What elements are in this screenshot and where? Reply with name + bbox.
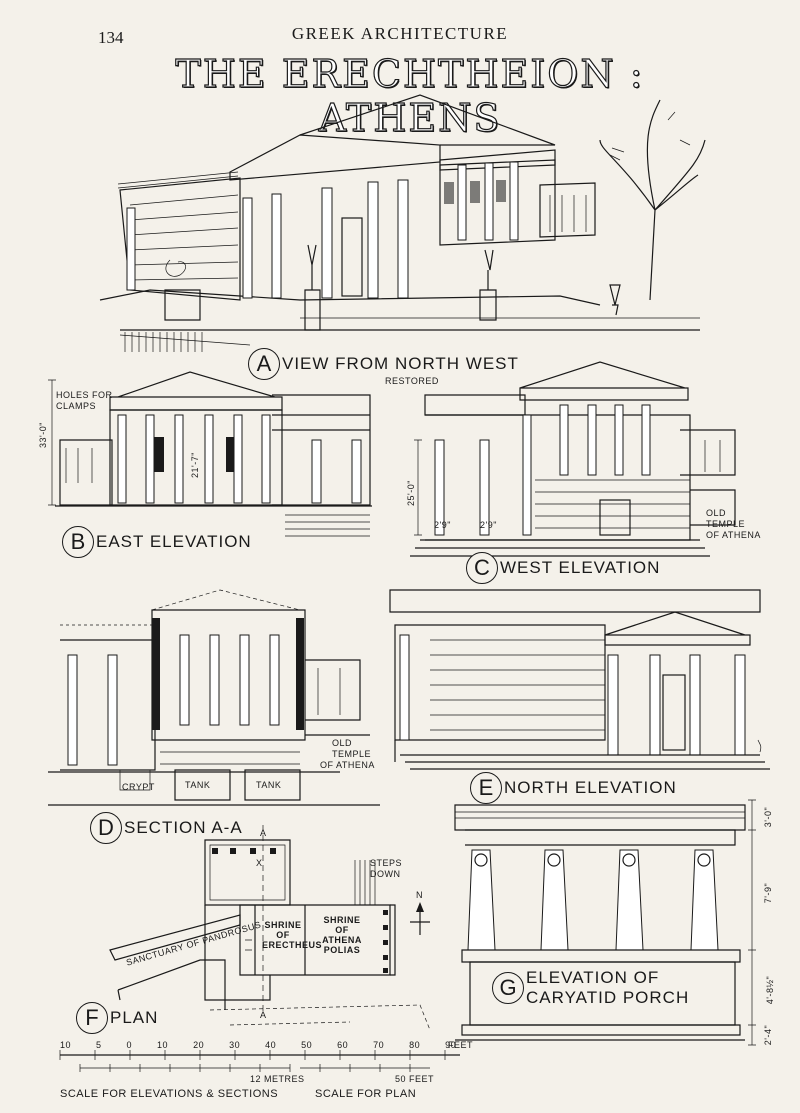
holes-note-line2: CLAMPS: [56, 401, 97, 411]
view-letter-c: C: [466, 552, 498, 584]
scale-elevations-label: SCALE FOR ELEVATIONS & SECTIONS: [60, 1088, 279, 1100]
caption-west-elevation: C WEST ELEVATION: [466, 552, 660, 584]
scale-tick-label: 90: [445, 1040, 457, 1050]
shrine-athena-line2: OF: [335, 925, 349, 935]
running-title: GREEK ARCHITECTURE: [291, 24, 509, 43]
west-dim-col1: 2'9": [434, 520, 451, 530]
shrine-athena-polias: SHRINE OF ATHENA POLIAS: [312, 915, 372, 955]
west-old-note-3: OF ATHENA: [706, 530, 761, 540]
west-old-note-2: TEMPLE: [706, 519, 746, 529]
west-elevation-drawing: [410, 361, 736, 557]
plate-title: THE ERECHTHEION : ATHENS: [175, 51, 645, 140]
east-dim-height: 33'-0": [37, 422, 48, 448]
shrine-athena-line3: ATHENA: [322, 935, 362, 945]
north-elevation-label: NORTH ELEVATION: [504, 778, 677, 797]
shrine-erectheus-line3: ERECTHEUS: [262, 940, 323, 950]
holes-note-line1: HOLES FOR: [56, 390, 113, 400]
section-old-note-1: OLD: [332, 738, 353, 748]
shrine-erectheus-line2: OF: [276, 930, 290, 940]
section-aa-label: SECTION A-A: [124, 818, 243, 837]
scale-tick-label: 50: [301, 1040, 313, 1050]
caption-north-elevation: E NORTH ELEVATION: [470, 772, 677, 804]
restored-note: RESTORED: [385, 376, 439, 386]
east-elevation-label: EAST ELEVATION: [96, 532, 252, 551]
scale-feet-unit: FEET: [448, 1040, 474, 1050]
caption-east-elevation: B EAST ELEVATION: [62, 526, 252, 558]
view-letter-b: B: [62, 526, 94, 558]
west-elevation-label: WEST ELEVATION: [500, 558, 661, 577]
west-old-note-1: OLD: [706, 508, 727, 518]
caryatid-dim-3: 4'-8½": [765, 975, 776, 1005]
page-number: 134: [98, 28, 124, 47]
view-north-west-label: VIEW FROM NORTH WEST: [282, 354, 519, 373]
shrine-athena-line4: POLIAS: [323, 945, 361, 955]
plan-mark-x: X: [256, 858, 263, 868]
north-elevation-drawing: [389, 589, 770, 770]
scale-tick-label: 10: [60, 1040, 72, 1050]
tank-label-2: TANK: [256, 780, 282, 790]
caryatid-dim-1: 3'-0": [763, 806, 774, 828]
scale-tick-label: 10: [157, 1040, 169, 1050]
east-elevation-drawing: [48, 371, 372, 537]
scale-bars: [59, 1050, 460, 1072]
scale-plan-label: SCALE FOR PLAN: [315, 1088, 417, 1100]
plan-label: PLAN: [110, 1008, 159, 1027]
scale-tick-label: 0: [126, 1040, 133, 1050]
shrine-erectheus-line1: SHRINE: [264, 920, 302, 930]
east-dim-column: 21'-7": [189, 452, 200, 478]
scale-tick-label: 80: [409, 1040, 421, 1050]
section-old-note-2: TEMPLE: [332, 749, 372, 759]
view-letter-e: E: [470, 772, 502, 804]
steps-label-2: DOWN: [370, 869, 401, 879]
view-letter-d: D: [90, 812, 122, 844]
caryatid-dim-4: 2'-4": [763, 1024, 774, 1046]
scale-tick-label: 5: [96, 1040, 102, 1050]
caryatid-label-line2: CARYATID PORCH: [526, 988, 690, 1007]
view-north-west-drawing: [99, 94, 706, 352]
shrine-erectheus: SHRINE OF ERECTHEUS: [262, 920, 323, 950]
tank-label-1: TANK: [185, 780, 211, 790]
plan-drawing: [109, 825, 431, 1031]
scale-tick-label: 70: [373, 1040, 385, 1050]
caption-section-aa: D SECTION A-A: [90, 812, 243, 844]
view-letter-g: G: [492, 972, 524, 1004]
section-mark-top: A: [260, 828, 267, 838]
scale-metres-label: 12 METRES: [250, 1074, 305, 1084]
steps-label-1: STEPS: [370, 858, 403, 868]
scale-tick-label: 20: [193, 1040, 205, 1050]
scale-tick-label: 60: [337, 1040, 349, 1050]
caryatid-porch-drawing: [454, 799, 756, 1046]
caption-caryatid-porch: G ELEVATION OF CARYATID PORCH: [492, 968, 689, 1008]
section-aa-drawing: [48, 589, 380, 806]
north-arrow-label: N: [416, 890, 423, 900]
caryatid-dim-2: 7'-9": [763, 882, 774, 904]
view-letter-a: A: [248, 348, 280, 380]
scale-feet2-label: 50 FEET: [395, 1074, 435, 1084]
section-mark-bottom: A: [260, 1010, 267, 1020]
west-dim-col2: 2'9": [480, 520, 497, 530]
caryatid-label-line1: ELEVATION OF: [526, 968, 660, 987]
caption-view-north-west: A VIEW FROM NORTH WEST: [248, 348, 519, 380]
scale-tick-label: 40: [265, 1040, 277, 1050]
crypt-label: CRYPT: [122, 782, 155, 792]
caption-plan: F PLAN: [76, 1002, 158, 1034]
section-old-note-3: OF ATHENA: [320, 760, 375, 770]
scale-tick-label: 30: [229, 1040, 241, 1050]
shrine-athena-line1: SHRINE: [323, 915, 361, 925]
west-dim-height: 25'-0": [405, 480, 416, 506]
view-letter-f: F: [76, 1002, 108, 1034]
